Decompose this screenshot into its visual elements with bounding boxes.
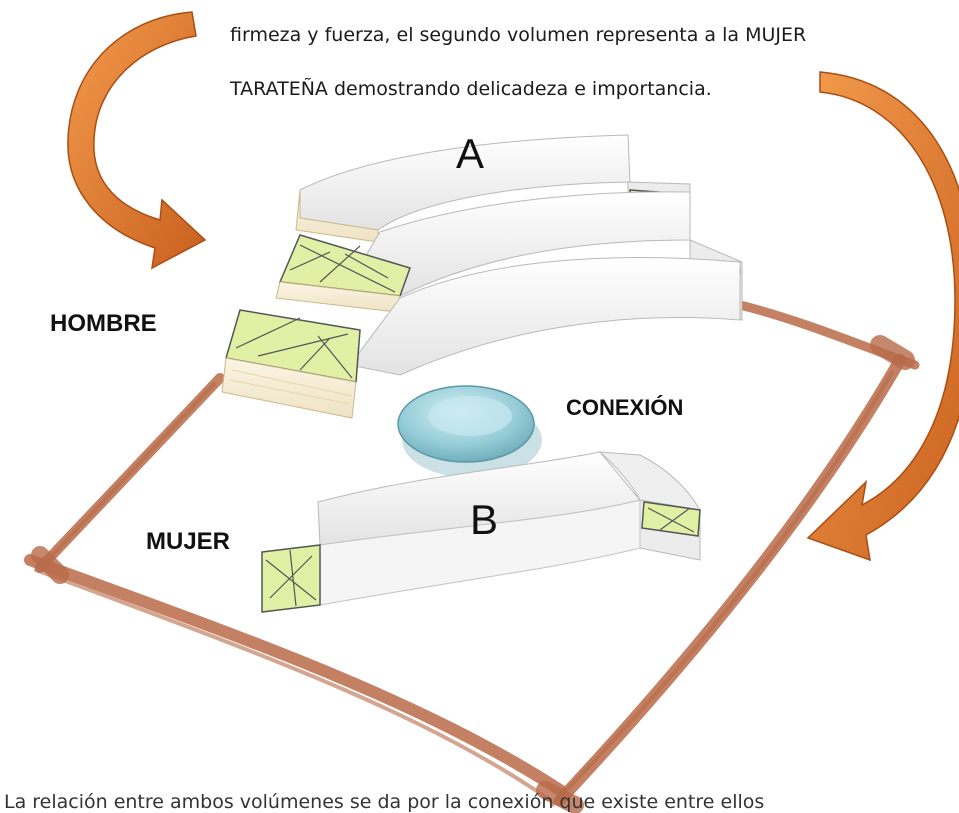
letter-a-label: A [456,130,485,177]
cut-off-bottom-line: La relación entre ambos volúmenes se da … [4,791,765,813]
volume-a-bottom [221,257,741,419]
connector-oval [397,385,542,478]
hombre-label: HOMBRE [50,310,157,337]
letter-b-label: B [470,496,499,543]
right-arrow [806,71,959,562]
description-line-1: firmeza y fuerza, el segundo volumen rep… [230,24,807,46]
volume-b [261,451,701,613]
sketch-frame [24,300,920,813]
conexion-label: CONEXIÓN [566,395,684,420]
mujer-label: MUJER [146,528,231,555]
left-arrow [67,11,207,270]
description-line-2: TARATEÑA demostrando delicadeza e import… [230,78,712,100]
